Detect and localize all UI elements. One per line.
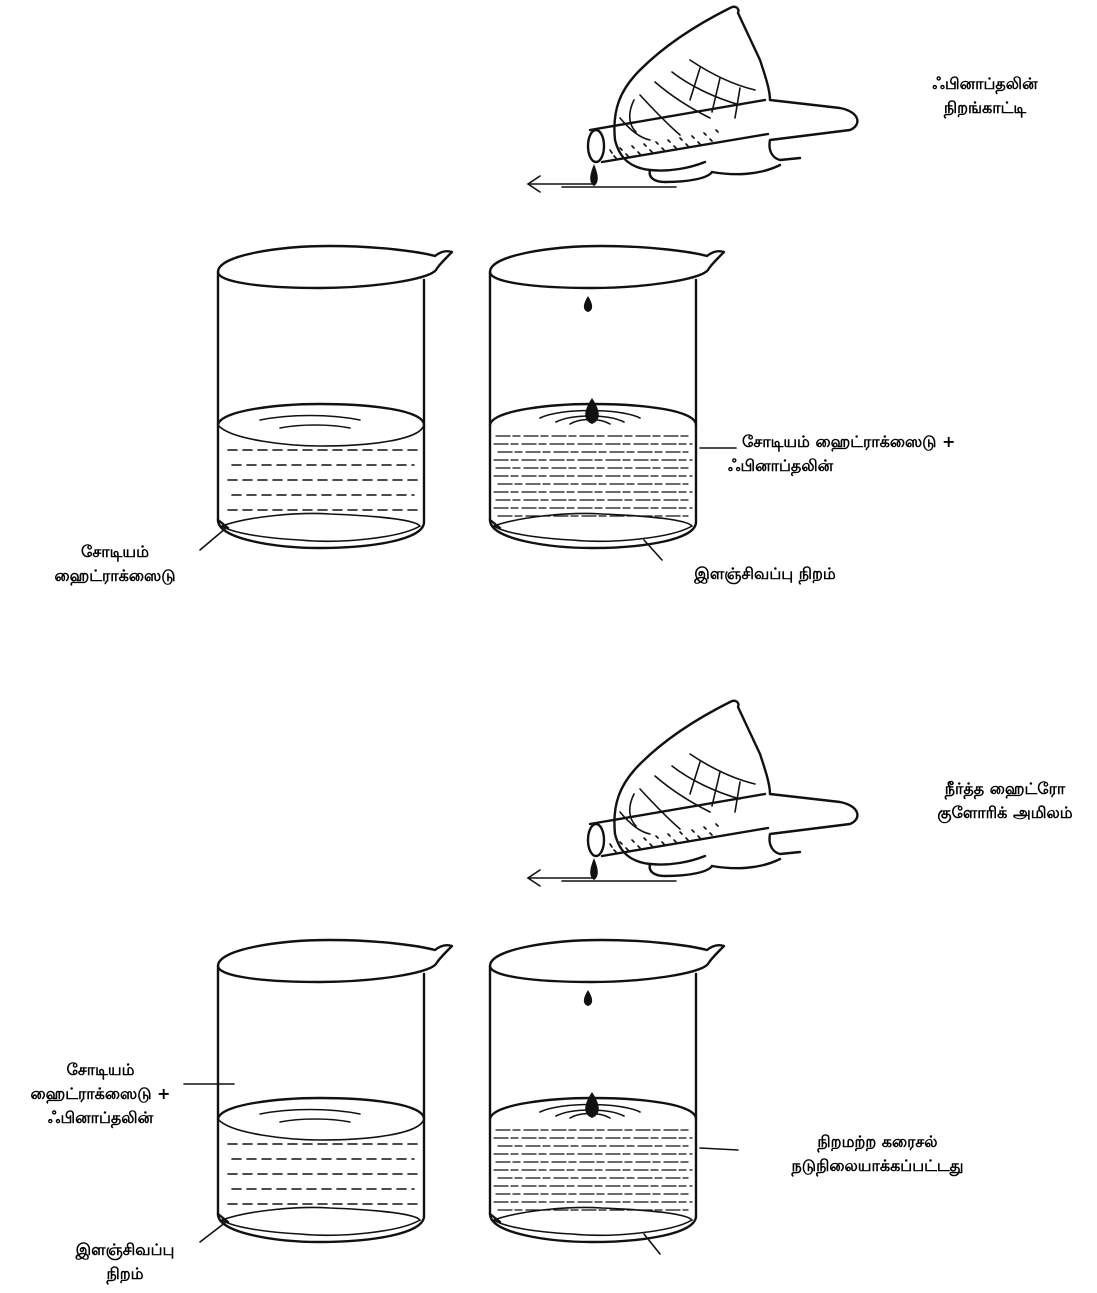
top-left-beaker-label-line2: ஹைட்ராக்ஸைடு xyxy=(30,564,200,588)
bottom-color-label: இளஞ்சிவப்பு நிறம் xyxy=(40,1238,210,1286)
bottom-hand-dropper-icon xyxy=(528,701,857,886)
bottom-left-beaker-label: சோடியம் ஹைட்ராக்ஸைடு + ஃபினாப்தலின் xyxy=(8,1058,193,1130)
bottom-color-label-line1: இளஞ்சிவப்பு xyxy=(40,1238,210,1262)
bottom-left-beaker-label-line2: ஹைட்ராக்ஸைடு + xyxy=(8,1082,193,1106)
bottom-color-label-line2: நிறம் xyxy=(40,1262,210,1286)
top-hand-dropper-icon xyxy=(528,7,857,192)
top-left-beaker-label: சோடியம் ஹைட்ராக்ஸைடு xyxy=(30,540,200,588)
top-right-beaker-label-line1: சோடியம் ஹைட்ராக்ஸைடு + xyxy=(728,430,1028,454)
bottom-acid-label-line2: குளோரிக் அமிலம் xyxy=(905,801,1097,825)
top-color-label-text: இளஞ்சிவப்பு நிறம் xyxy=(655,562,875,586)
bottom-right-beaker-label-line1: நிறமற்ற கரைசல் xyxy=(745,1130,1010,1154)
top-left-label-leader xyxy=(200,528,226,550)
top-right-beaker-label: சோடியம் ஹைட்ராக்ஸைடு + ஃபினாப்தலின் xyxy=(728,430,1028,478)
top-indicator-label: ஃபினாப்தலின் நிறங்காட்டி xyxy=(905,72,1065,120)
top-left-beaker-label-line1: சோடியம் xyxy=(30,540,200,564)
bottom-left-beaker-label-line1: சோடியம் xyxy=(8,1058,193,1082)
bottom-left-beaker-icon xyxy=(218,940,452,1242)
top-left-beaker-icon xyxy=(218,246,452,548)
bottom-acid-label-line1: நீர்த்த ஹைட்ரோ xyxy=(905,777,1097,801)
bottom-right-beaker-icon xyxy=(490,940,724,1242)
bottom-right-beaker-label: நிறமற்ற கரைசல் நடுநிலையாக்கப்பட்டது xyxy=(745,1130,1010,1178)
bottom-left-beaker-label-line3: ஃபினாப்தலின் xyxy=(8,1106,193,1130)
top-indicator-label-line1: ஃபினாப்தலின் xyxy=(905,72,1065,96)
bottom-acid-label: நீர்த்த ஹைட்ரோ குளோரிக் அமிலம் xyxy=(905,777,1097,825)
bottom-right-label-leader xyxy=(700,1148,738,1150)
top-indicator-label-line2: நிறங்காட்டி xyxy=(905,96,1065,120)
top-right-beaker-icon xyxy=(490,246,724,548)
top-right-beaker-label-line2: ஃபினாப்தலின் xyxy=(728,454,1028,478)
bottom-right-beaker-label-line2: நடுநிலையாக்கப்பட்டது xyxy=(745,1154,1010,1178)
top-color-label: இளஞ்சிவப்பு நிறம் xyxy=(655,562,875,586)
